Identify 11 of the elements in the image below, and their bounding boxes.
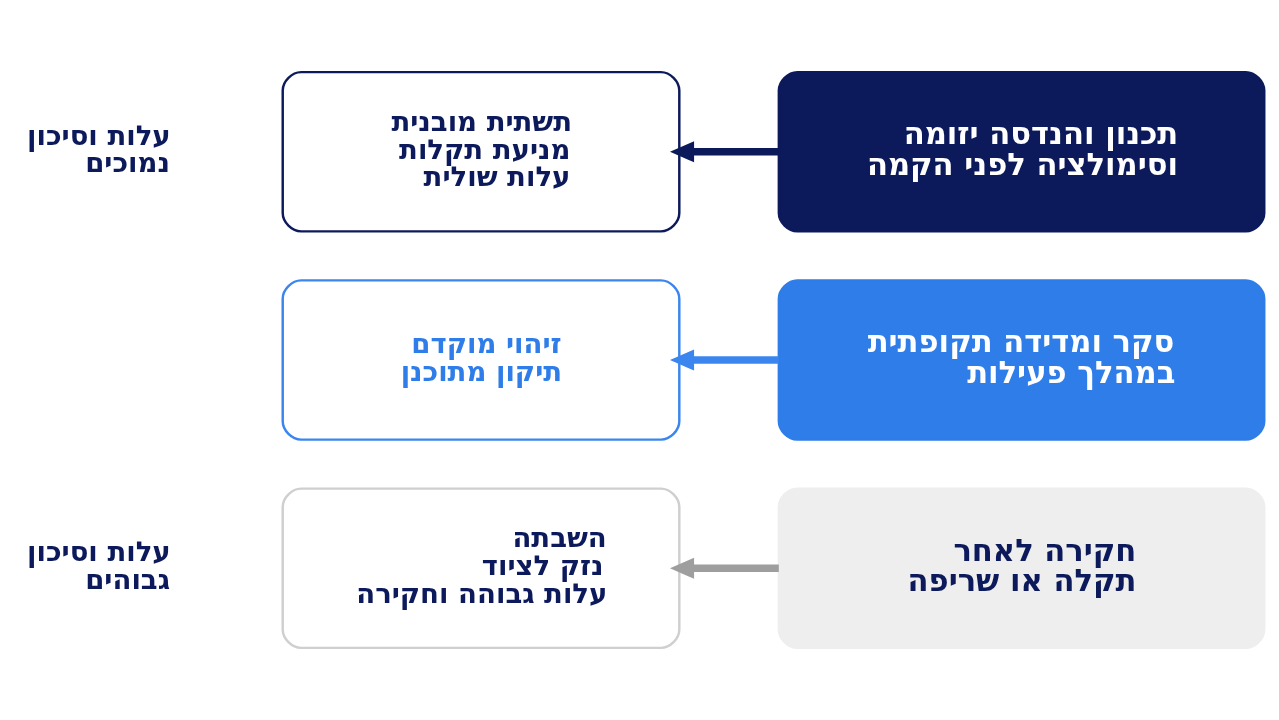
node-box: חקירה לאחר תקלה או שריפה <box>777 487 1266 650</box>
node-box: תכנון והנדסה יזומה וסימולציה לפני הקמה <box>777 70 1266 233</box>
node-box: סקר ומדידה תקופתית במהלך פעילות <box>777 279 1266 441</box>
node-box: תשתית מובנית מניעת תקלות עלות שולית <box>281 70 681 233</box>
arrow <box>669 349 779 371</box>
node-box: זיהוי מוקדם תיקון מתוכנן <box>281 279 681 441</box>
label: עלות וסיכון נמוכים <box>27 118 171 179</box>
node-box: השבתה נזק לציוד עלות גבוהה וחקירה <box>281 487 681 650</box>
arrow <box>669 557 779 579</box>
arrow <box>669 141 779 163</box>
label: עלות וסיכון גבוהים <box>27 535 171 595</box>
